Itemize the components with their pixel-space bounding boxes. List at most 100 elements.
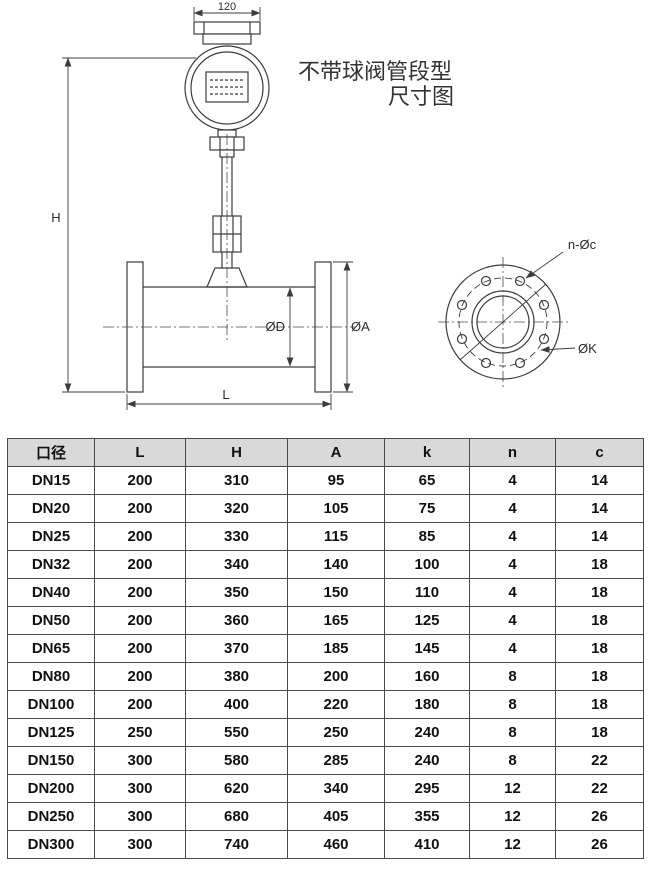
holes-callout-label: n-Øc xyxy=(568,237,597,252)
value-cell: 4 xyxy=(469,578,556,607)
header-diameter: 口径 xyxy=(7,438,95,467)
value-cell: 250 xyxy=(94,718,186,747)
value-cell: 340 xyxy=(287,774,385,803)
size-cell: DN250 xyxy=(7,802,95,831)
value-cell: 240 xyxy=(384,718,470,747)
value-cell: 4 xyxy=(469,522,556,551)
value-cell: 4 xyxy=(469,466,556,495)
transmitter-head xyxy=(184,45,270,131)
bolt-circle-callout-label: ØK xyxy=(578,341,597,356)
value-cell: 8 xyxy=(469,718,556,747)
size-cell: DN150 xyxy=(7,746,95,775)
value-cell: 8 xyxy=(469,662,556,691)
value-cell: 160 xyxy=(384,662,470,691)
dim-top-width: 120 xyxy=(193,1,261,21)
value-cell: 4 xyxy=(469,494,556,523)
value-cell: 300 xyxy=(94,802,186,831)
value-cell: 200 xyxy=(287,662,385,691)
dim-inner-dia-label: ØD xyxy=(266,319,286,334)
value-cell: 240 xyxy=(384,746,470,775)
value-cell: 110 xyxy=(384,578,470,607)
value-cell: 95 xyxy=(287,466,385,495)
value-cell: 185 xyxy=(287,634,385,663)
value-cell: 200 xyxy=(94,634,186,663)
header-k: k xyxy=(384,438,470,467)
value-cell: 300 xyxy=(94,830,186,859)
value-cell: 300 xyxy=(94,774,186,803)
value-cell: 180 xyxy=(384,690,470,719)
header-h: H xyxy=(185,438,288,467)
value-cell: 12 xyxy=(469,802,556,831)
size-cell: DN125 xyxy=(7,718,95,747)
value-cell: 310 xyxy=(185,466,288,495)
header-n: n xyxy=(469,438,556,467)
value-cell: 250 xyxy=(287,718,385,747)
bolt-circle-diagonal xyxy=(459,283,547,361)
value-cell: 14 xyxy=(555,466,644,495)
value-cell: 125 xyxy=(384,606,470,635)
bolt-holes xyxy=(456,275,550,369)
value-cell: 26 xyxy=(555,830,644,859)
value-cell: 18 xyxy=(555,606,644,635)
value-cell: 14 xyxy=(555,522,644,551)
value-cell: 355 xyxy=(384,802,470,831)
value-cell: 8 xyxy=(469,690,556,719)
value-cell: 65 xyxy=(384,466,470,495)
value-cell: 200 xyxy=(94,690,186,719)
size-cell: DN20 xyxy=(7,494,95,523)
value-cell: 200 xyxy=(94,466,186,495)
value-cell: 200 xyxy=(94,494,186,523)
drawing-title-line1: 不带球阀管段型 xyxy=(298,59,452,84)
value-cell: 200 xyxy=(94,522,186,551)
value-cell: 200 xyxy=(94,606,186,635)
header-l: L xyxy=(94,438,186,467)
value-cell: 18 xyxy=(555,662,644,691)
value-cell: 580 xyxy=(185,746,288,775)
dim-flange-dia-label: ØA xyxy=(351,319,370,334)
value-cell: 200 xyxy=(94,550,186,579)
size-cell: DN65 xyxy=(7,634,95,663)
value-cell: 105 xyxy=(287,494,385,523)
flange-front-view: n-Øc ØK xyxy=(438,237,597,388)
value-cell: 295 xyxy=(384,774,470,803)
value-cell: 620 xyxy=(185,774,288,803)
bolt-circle-callout: ØK xyxy=(540,341,597,356)
value-cell: 18 xyxy=(555,550,644,579)
dim-height-label: H xyxy=(51,210,60,225)
value-cell: 85 xyxy=(384,522,470,551)
value-cell: 150 xyxy=(287,578,385,607)
size-cell: DN300 xyxy=(7,830,95,859)
value-cell: 165 xyxy=(287,606,385,635)
size-cell: DN32 xyxy=(7,550,95,579)
value-cell: 200 xyxy=(94,662,186,691)
value-cell: 18 xyxy=(555,690,644,719)
dim-length: L xyxy=(126,387,332,410)
value-cell: 8 xyxy=(469,746,556,775)
value-cell: 22 xyxy=(555,746,644,775)
value-cell: 340 xyxy=(185,550,288,579)
size-cell: DN100 xyxy=(7,690,95,719)
value-cell: 4 xyxy=(469,634,556,663)
value-cell: 350 xyxy=(185,578,288,607)
size-cell: DN40 xyxy=(7,578,95,607)
value-cell: 18 xyxy=(555,634,644,663)
technical-drawing: 120 xyxy=(51,1,597,410)
transmitter-bracket xyxy=(193,21,261,45)
value-cell: 100 xyxy=(384,550,470,579)
value-cell: 320 xyxy=(185,494,288,523)
value-cell: 300 xyxy=(94,746,186,775)
dim-height: H xyxy=(51,57,196,393)
value-cell: 75 xyxy=(384,494,470,523)
value-cell: 330 xyxy=(185,522,288,551)
